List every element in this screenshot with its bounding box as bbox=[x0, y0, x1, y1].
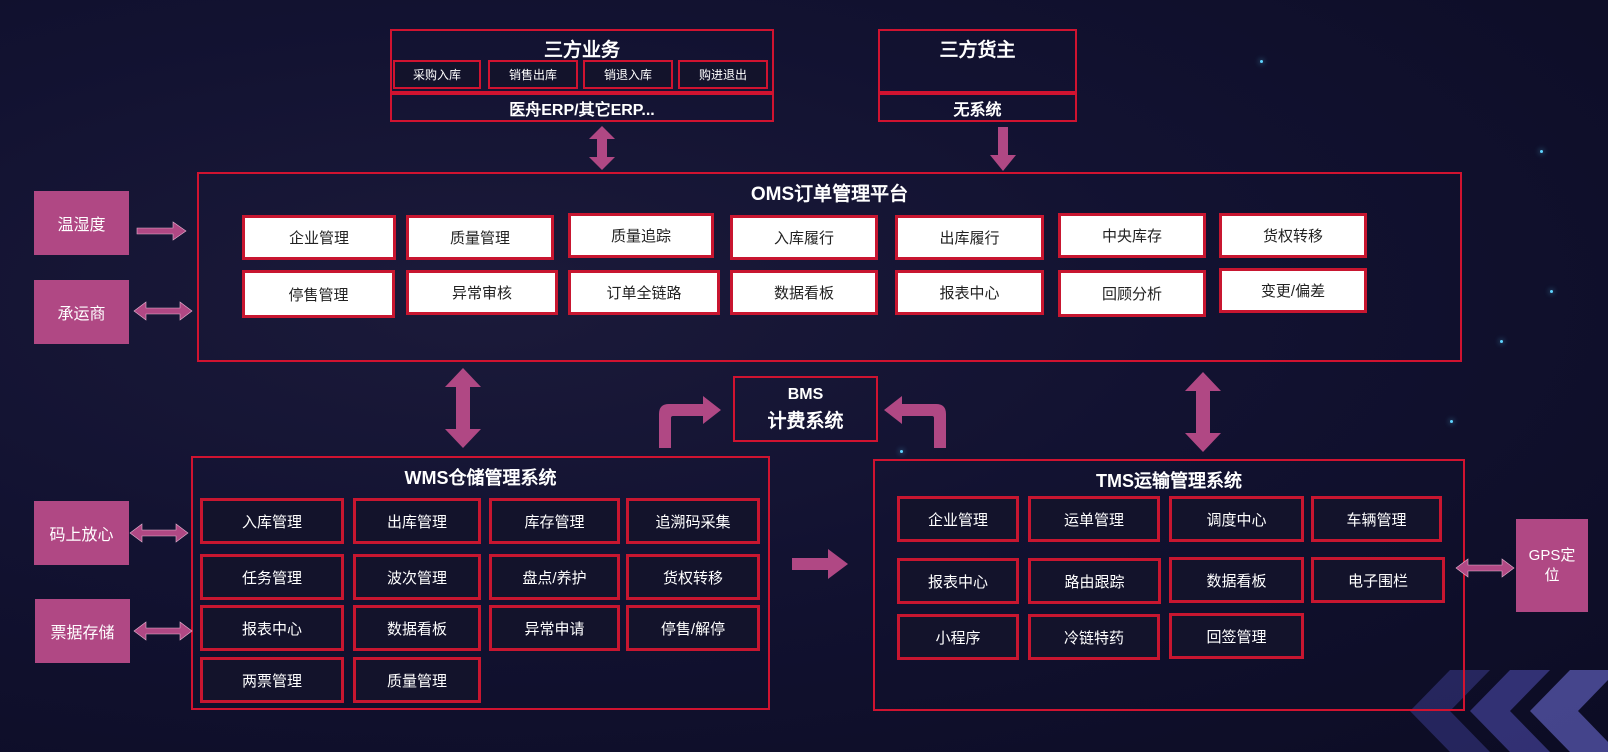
curved-arrow-left-icon bbox=[884, 396, 946, 448]
double-arrow-vertical-icon bbox=[589, 126, 615, 170]
no-system-label: 无系统 bbox=[953, 101, 1002, 119]
wms-item[interactable]: 追溯码采集 bbox=[626, 498, 760, 544]
tms-item[interactable]: 报表中心 bbox=[897, 558, 1019, 604]
wms-item[interactable]: 异常申请 bbox=[489, 605, 620, 651]
wms-item[interactable]: 入库管理 bbox=[200, 498, 344, 544]
tms-item[interactable]: 电子围栏 bbox=[1311, 557, 1445, 603]
erp-label: 医舟ERP/其它ERP... bbox=[509, 101, 655, 119]
tms-item[interactable]: 企业管理 bbox=[897, 496, 1019, 542]
oms-item[interactable]: 质量管理 bbox=[406, 215, 554, 260]
double-arrow-horizontal-icon bbox=[1455, 558, 1515, 578]
tms-item[interactable]: 小程序 bbox=[897, 614, 1019, 660]
star-decoration bbox=[1540, 150, 1543, 153]
third-party-owner-title: 三方货主 bbox=[939, 40, 1016, 61]
tms-panel: TMS运输管理系统 bbox=[873, 459, 1465, 711]
third-party-business-panel: 三方业务 采购入库 销售出库 销退入库 购进退出 bbox=[390, 29, 774, 93]
wms-item[interactable]: 数据看板 bbox=[353, 605, 481, 651]
arrow-right-icon bbox=[792, 549, 848, 579]
star-decoration bbox=[1450, 420, 1453, 423]
wms-item[interactable]: 质量管理 bbox=[353, 657, 481, 703]
business-item[interactable]: 采购入库 bbox=[393, 60, 481, 89]
oms-item[interactable]: 停售管理 bbox=[242, 270, 395, 318]
double-arrow-horizontal-icon bbox=[129, 523, 189, 543]
tms-item[interactable]: 冷链特药 bbox=[1028, 614, 1160, 660]
double-arrow-horizontal-icon bbox=[133, 301, 193, 321]
wms-item[interactable]: 库存管理 bbox=[489, 498, 620, 544]
oms-item[interactable]: 企业管理 bbox=[242, 215, 396, 260]
temperature-humidity-box[interactable]: 温湿度 bbox=[34, 191, 129, 255]
erp-box: 医舟ERP/其它ERP... bbox=[390, 93, 774, 122]
carrier-box[interactable]: 承运商 bbox=[34, 280, 129, 344]
star-decoration bbox=[1260, 60, 1263, 63]
oms-title: OMS订单管理平台 bbox=[750, 184, 909, 205]
oms-item[interactable]: 出库履行 bbox=[895, 215, 1044, 260]
business-item[interactable]: 销售出库 bbox=[488, 60, 578, 89]
oms-item[interactable]: 货权转移 bbox=[1219, 213, 1367, 258]
tms-title: TMS运输管理系统 bbox=[1096, 471, 1242, 491]
invoice-storage-box[interactable]: 票据存储 bbox=[35, 599, 130, 663]
wms-item[interactable]: 出库管理 bbox=[353, 498, 481, 544]
tms-item[interactable]: 回签管理 bbox=[1169, 613, 1304, 659]
tms-item[interactable]: 调度中心 bbox=[1169, 496, 1304, 542]
wms-item[interactable]: 两票管理 bbox=[200, 657, 344, 703]
tms-item[interactable]: 路由跟踪 bbox=[1028, 558, 1161, 604]
tms-item[interactable]: 车辆管理 bbox=[1311, 496, 1442, 542]
wms-title: WMS仓储管理系统 bbox=[404, 468, 557, 488]
third-party-owner-panel: 三方货主 bbox=[878, 29, 1077, 93]
oms-item[interactable]: 数据看板 bbox=[730, 270, 878, 315]
chevron-decoration-icon bbox=[1410, 670, 1608, 752]
wms-item[interactable]: 盘点/养护 bbox=[489, 554, 620, 600]
wms-item[interactable]: 波次管理 bbox=[353, 554, 481, 600]
business-item[interactable]: 销退入库 bbox=[583, 60, 673, 89]
code-trust-box[interactable]: 码上放心 bbox=[34, 501, 129, 565]
double-arrow-vertical-icon bbox=[1185, 372, 1221, 452]
oms-panel: OMS订单管理平台 bbox=[197, 172, 1462, 362]
wms-item[interactable]: 货权转移 bbox=[626, 554, 760, 600]
curved-arrow-right-icon bbox=[659, 396, 721, 448]
star-decoration bbox=[1550, 290, 1553, 293]
oms-item[interactable]: 订单全链路 bbox=[568, 270, 720, 315]
oms-item[interactable]: 入库履行 bbox=[730, 215, 878, 260]
wms-item[interactable]: 任务管理 bbox=[200, 554, 344, 600]
gps-location-box[interactable]: GPS定位 bbox=[1516, 519, 1588, 612]
tms-item[interactable]: 运单管理 bbox=[1028, 496, 1160, 542]
wms-item[interactable]: 停售/解停 bbox=[626, 605, 760, 651]
double-arrow-vertical-icon bbox=[445, 368, 481, 448]
bms-subtitle: 计费系统 bbox=[767, 411, 844, 432]
arrow-right-icon bbox=[136, 221, 187, 241]
tms-item[interactable]: 数据看板 bbox=[1169, 557, 1304, 603]
oms-item[interactable]: 报表中心 bbox=[895, 270, 1044, 315]
third-party-business-title: 三方业务 bbox=[543, 40, 620, 61]
oms-item[interactable]: 中央库存 bbox=[1058, 213, 1206, 258]
wms-item[interactable]: 报表中心 bbox=[200, 605, 344, 651]
star-decoration bbox=[900, 450, 903, 453]
bms-box: BMS 计费系统 bbox=[733, 376, 878, 442]
wms-panel: WMS仓储管理系统 bbox=[191, 456, 770, 710]
oms-item[interactable]: 回顾分析 bbox=[1058, 270, 1206, 317]
arrow-down-icon bbox=[990, 127, 1016, 171]
oms-item[interactable]: 异常审核 bbox=[406, 270, 558, 315]
bms-title: BMS bbox=[787, 386, 824, 403]
business-item[interactable]: 购进退出 bbox=[678, 60, 768, 89]
no-system-box: 无系统 bbox=[878, 93, 1077, 122]
star-decoration bbox=[1500, 340, 1503, 343]
double-arrow-horizontal-icon bbox=[133, 621, 193, 641]
oms-item[interactable]: 质量追踪 bbox=[568, 213, 714, 258]
oms-item[interactable]: 变更/偏差 bbox=[1219, 268, 1367, 313]
